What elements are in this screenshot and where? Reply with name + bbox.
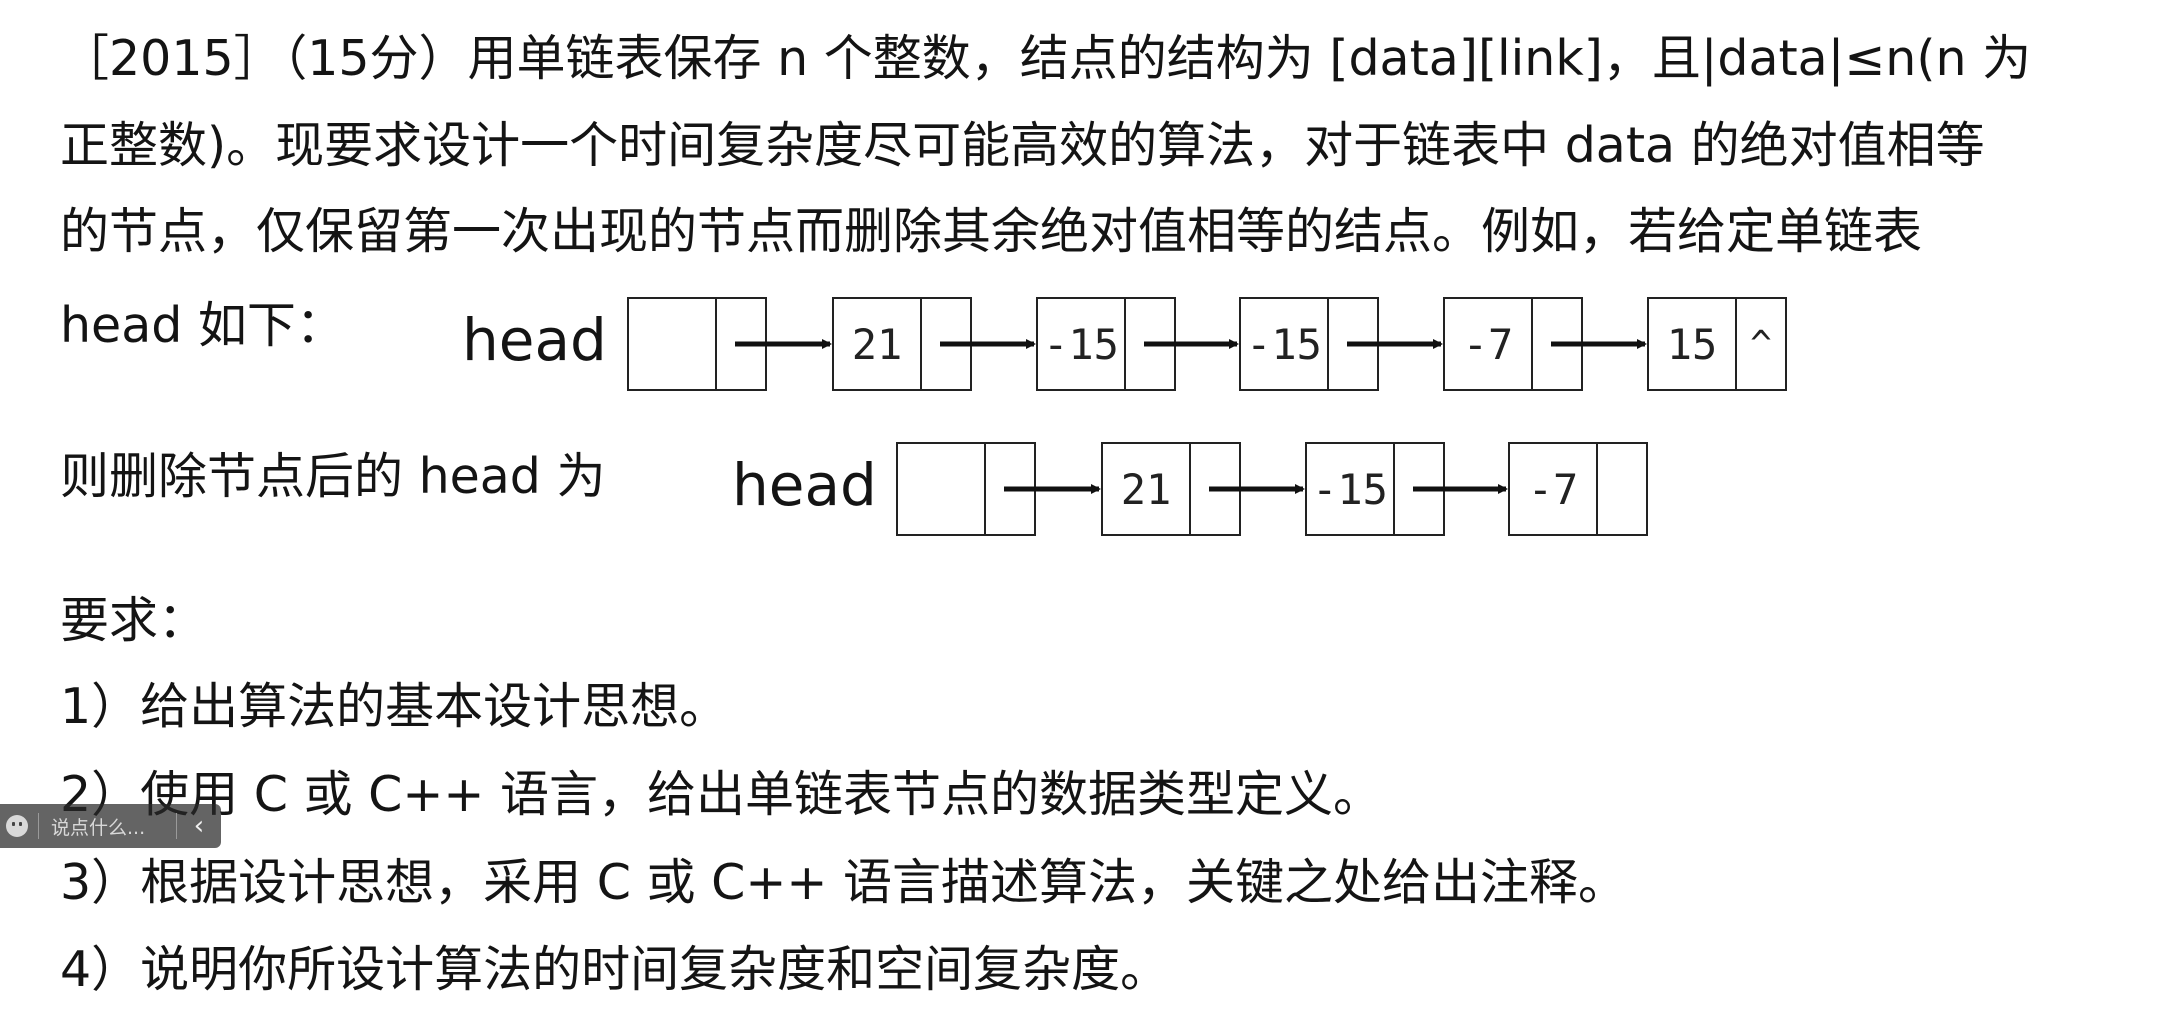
before-node: 15 ^ <box>1647 297 1787 391</box>
node-link-cell: ^ <box>1750 323 1772 365</box>
before-node: -15 <box>1239 297 1379 391</box>
after-node: -7 <box>1508 442 1648 536</box>
collapse-chevron-icon[interactable]: ‹ <box>193 811 205 841</box>
result-intro-label: 则删除节点后的 head 为 <box>60 448 606 505</box>
requirement-1: 1）给出算法的基本设计思想。 <box>60 678 729 735</box>
smiley-icon[interactable] <box>6 815 28 837</box>
comment-divider <box>38 813 39 839</box>
after-node: -15 <box>1305 442 1445 536</box>
node-data-cell: 21 <box>1103 444 1191 534</box>
node-data-cell: 21 <box>834 299 922 389</box>
head-label-before: head <box>462 306 607 374</box>
node-data-cell: -15 <box>1038 299 1126 389</box>
requirement-3: 3）根据设计思想，采用 C 或 C++ 语言描述算法，关键之处给出注释。 <box>60 854 1628 911</box>
example-intro-label: head 如下： <box>60 297 345 354</box>
node-data-cell: -7 <box>1510 444 1598 534</box>
problem-line-2: 正整数)。现要求设计一个时间复杂度尽可能高效的算法，对于链表中 data 的绝对… <box>60 117 1985 174</box>
comment-divider-2 <box>176 813 177 839</box>
node-data-cell: -15 <box>1241 299 1329 389</box>
node-data-cell: -7 <box>1445 299 1533 389</box>
node-data-cell <box>898 444 986 534</box>
requirements-title: 要求： <box>60 592 208 649</box>
node-data-cell <box>629 299 717 389</box>
node-data-cell: -15 <box>1307 444 1395 534</box>
problem-line-1: ［2015］（15分）用单链表保存 n 个整数，结点的结构为 [data][li… <box>60 30 2032 87</box>
head-label-after: head <box>732 451 877 519</box>
requirement-2: 2）使用 C 或 C++ 语言，给出单链表节点的数据类型定义。 <box>60 766 1383 823</box>
comment-input[interactable]: 说点什么... <box>51 816 146 839</box>
comment-input-bar[interactable]: 说点什么... ‹ <box>0 804 221 848</box>
requirement-4: 4）说明你所设计算法的时间复杂度和空间复杂度。 <box>60 941 1170 998</box>
node-data-cell: 15 <box>1649 299 1737 389</box>
problem-line-3: 的节点，仅保留第一次出现的节点而删除其余绝对值相等的结点。例如，若给定单链表 <box>60 203 1923 260</box>
